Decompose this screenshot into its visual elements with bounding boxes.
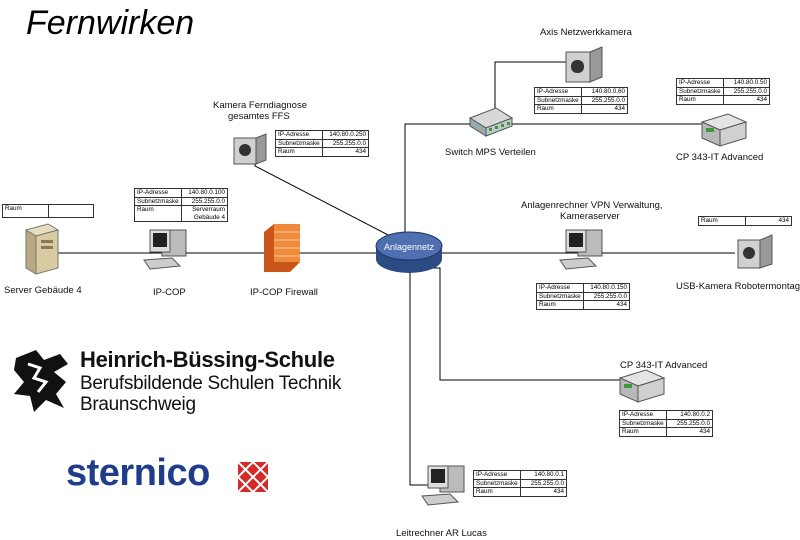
cp1-label: CP 343-IT Advanced <box>676 152 764 163</box>
pc-icon <box>143 229 187 270</box>
diagram-title: Fernwirken <box>26 4 195 42</box>
kamera-ffs-label-2: gesamtes FFS <box>228 111 290 122</box>
pc-icon <box>421 465 465 506</box>
axis-label: Axis Netzwerkkamera <box>540 27 632 38</box>
server-icon <box>24 223 60 275</box>
hub-label: Anlagennetz <box>384 242 435 252</box>
cp2-label: CP 343-IT Advanced <box>620 360 708 371</box>
camera-icon <box>233 133 267 165</box>
plc-icon <box>618 369 666 403</box>
vpn-label-2: Kameraserver <box>560 211 620 222</box>
wire-hub-leit <box>409 270 430 486</box>
wire-switch-axis <box>494 61 575 108</box>
hub-icon: Anlagennetz <box>375 231 443 273</box>
switch-icon <box>468 107 514 137</box>
firewall-label: IP-COP Firewall <box>250 287 318 298</box>
leit-label: Leitrechner AR Lucas <box>396 528 487 539</box>
firewall-icon <box>264 224 300 272</box>
kamera-ffs-label-1: Kamera Ferndiagnose <box>213 100 307 111</box>
plc-icon <box>700 113 748 147</box>
school-city: Braunschweig <box>80 394 196 415</box>
school-logo-icon <box>14 350 68 412</box>
camera-icon <box>565 46 603 83</box>
wire-hub-switch <box>404 123 470 232</box>
server-label: Server Gebäude 4 <box>4 285 82 296</box>
school-name: Heinrich-Büssing-Schule <box>80 347 335 372</box>
pc-icon <box>559 229 603 270</box>
company-logo-text: sternico <box>66 452 210 494</box>
usbcam-label: USB-Kamera Robotermontage <box>676 281 800 292</box>
school-subtitle: Berufsbildende Schulen Technik <box>80 373 342 394</box>
vpn-label-1: Anlagenrechner VPN Verwaltung, <box>521 200 663 211</box>
ipcop-label: IP-COP <box>153 287 186 298</box>
company-logo-icon <box>237 461 269 493</box>
camera-icon <box>737 234 773 269</box>
server-info-table: Raum <box>2 204 94 218</box>
switch-label: Switch MPS Verteilen <box>445 147 536 158</box>
